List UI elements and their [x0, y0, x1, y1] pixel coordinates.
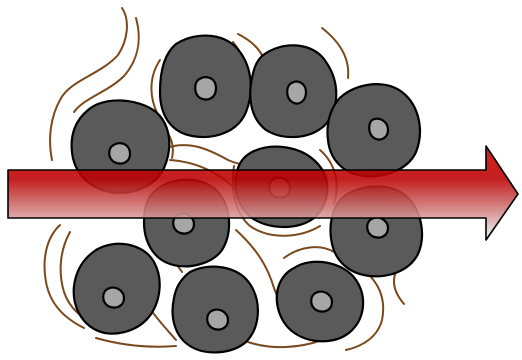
cell-top-middle [250, 45, 336, 137]
fiber [284, 247, 334, 258]
cell-bottom-right [277, 262, 363, 342]
nucleus [109, 143, 130, 163]
nucleus [367, 218, 388, 238]
nucleus [195, 77, 216, 99]
cell-bottom-left [74, 244, 160, 334]
nucleus [207, 310, 228, 330]
cell-bottom-middle [173, 267, 258, 353]
nucleus [311, 292, 332, 312]
nucleus [103, 288, 124, 308]
cell-top-right [327, 84, 419, 176]
nucleus [287, 82, 306, 104]
cell-top-left [160, 36, 251, 137]
fiber [96, 338, 176, 347]
nucleus [369, 119, 388, 140]
